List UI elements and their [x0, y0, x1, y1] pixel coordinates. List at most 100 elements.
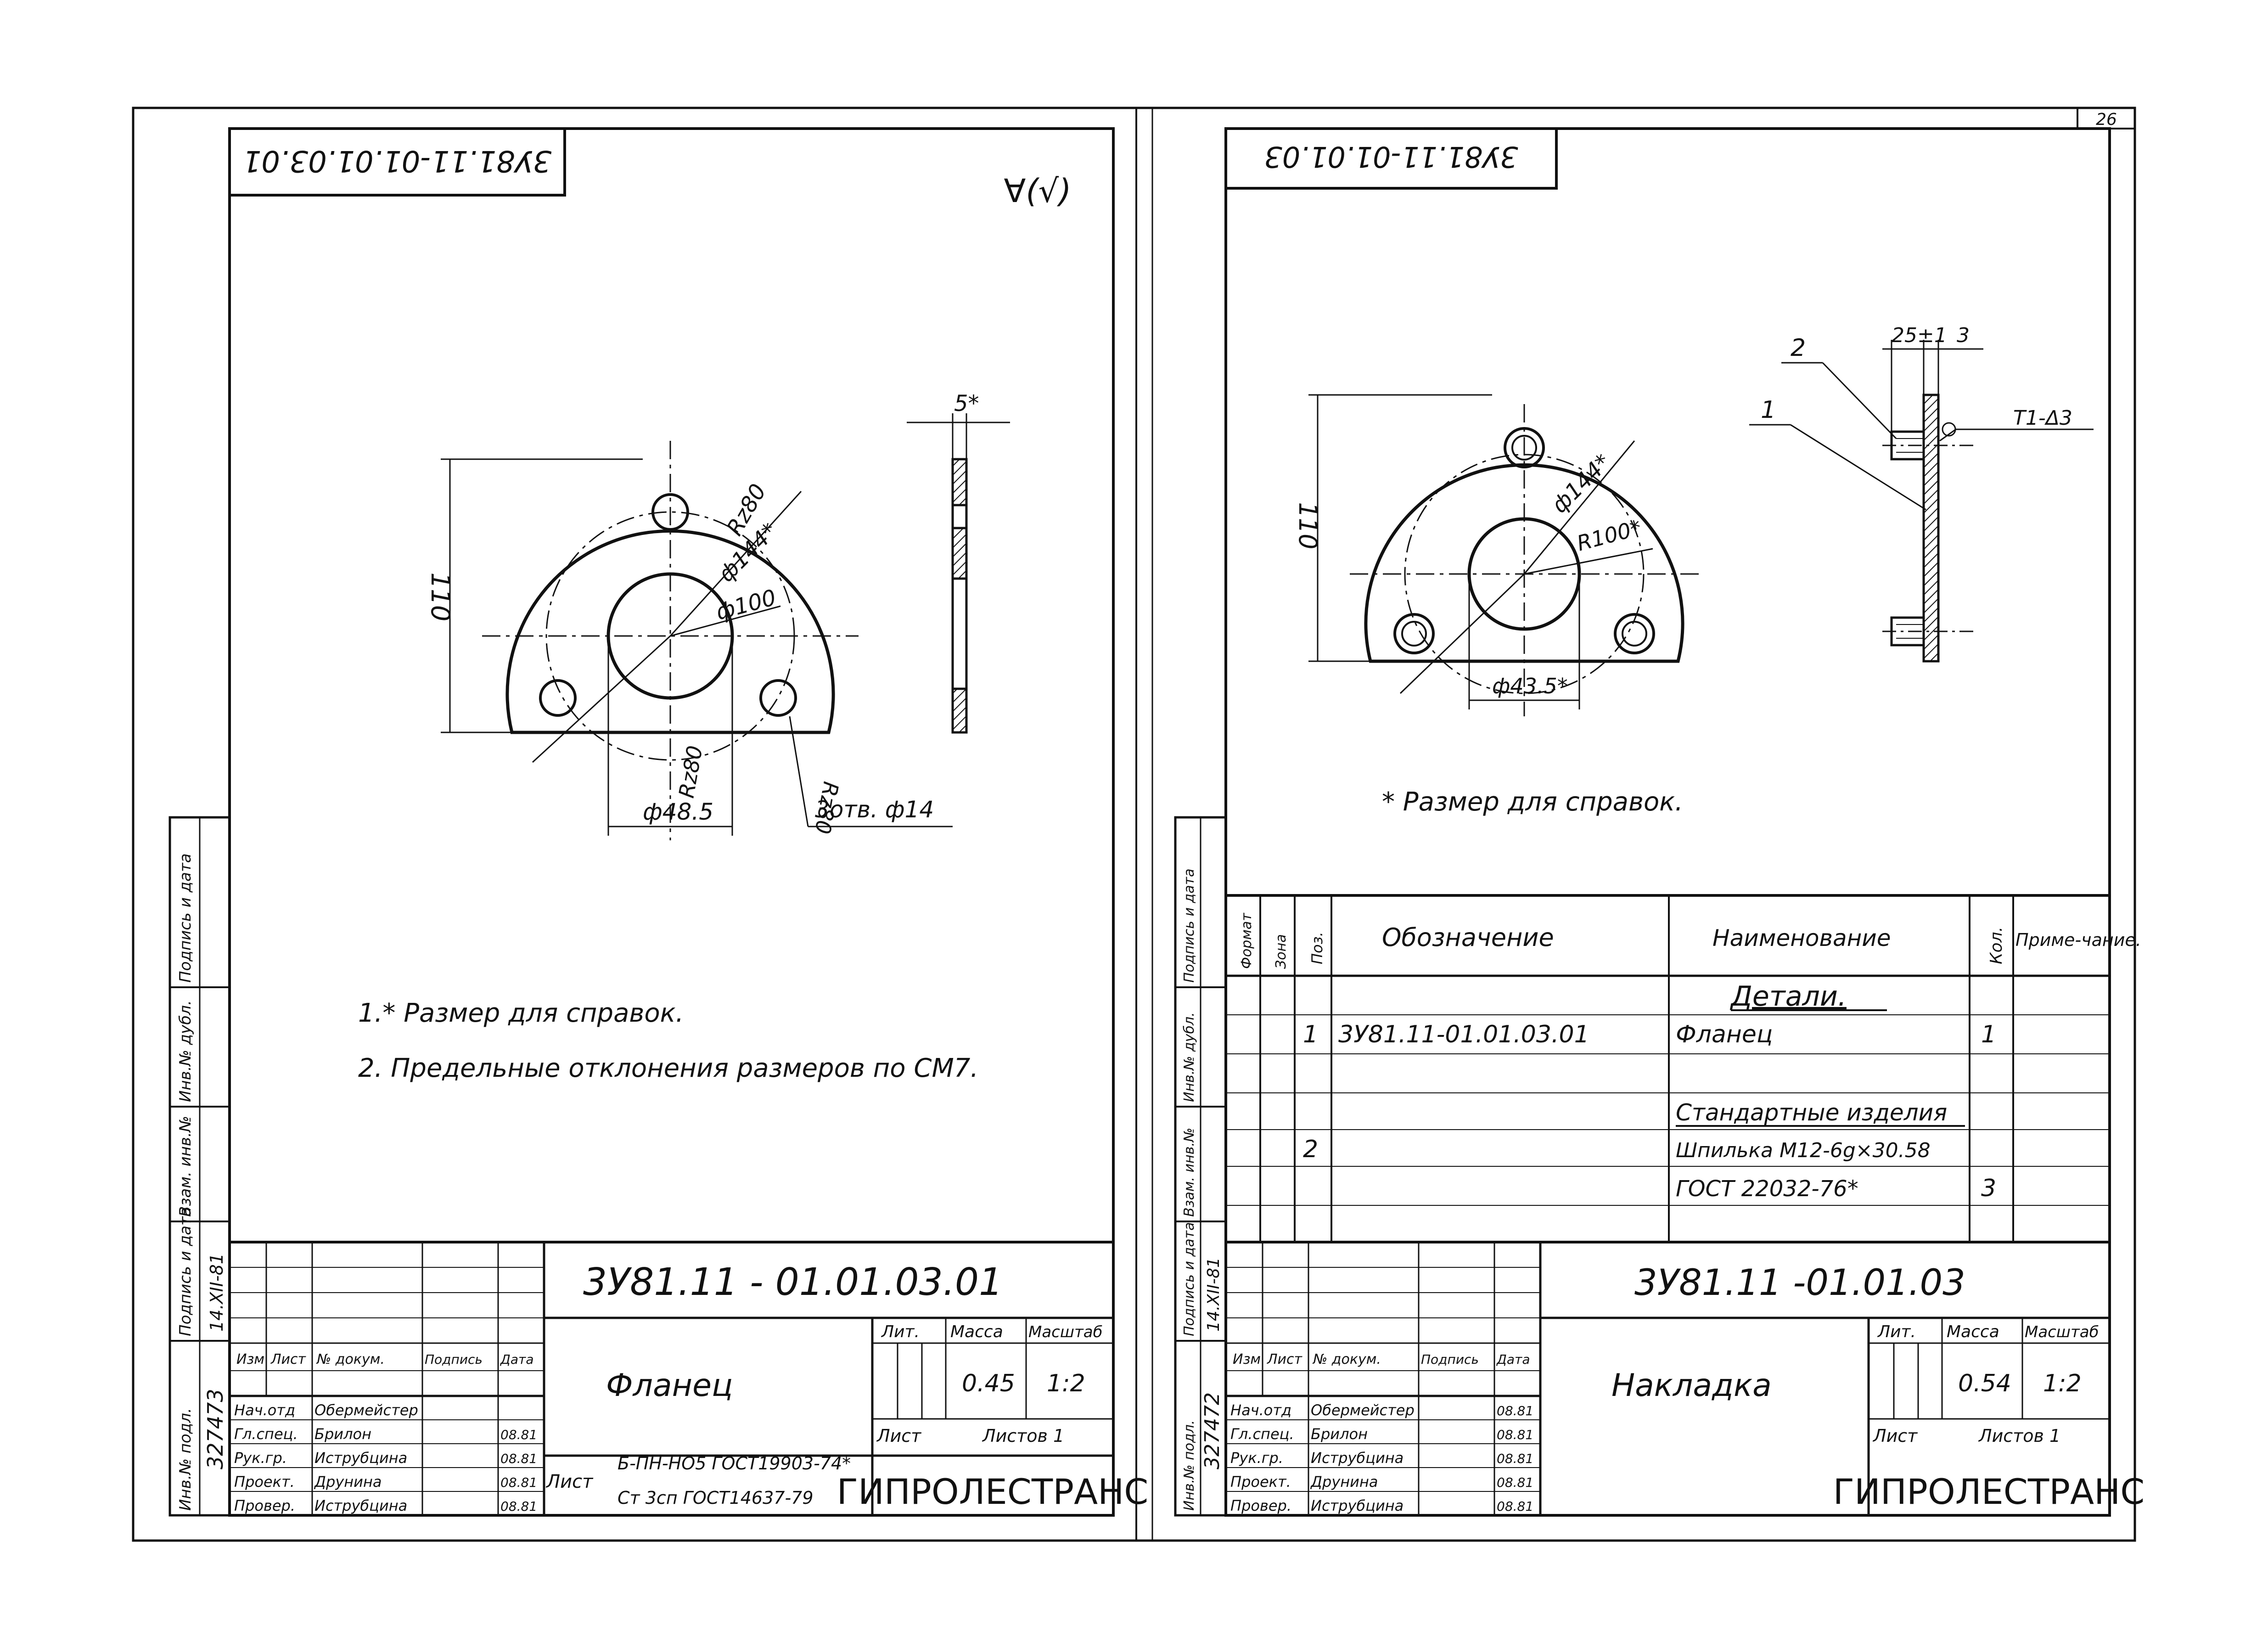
- left-stamp-label-5: Подпись и дата: [176, 853, 195, 983]
- spec-pos-2: 2: [1303, 1136, 1318, 1163]
- side-outline: [951, 458, 968, 734]
- plate-pcd-leader: [1523, 440, 1635, 574]
- right-side-stamp: Инв.№ подл. Подпись и дата Взам. инв.№ И…: [1174, 816, 1227, 1517]
- right-date-1: 08.81: [1497, 1403, 1533, 1418]
- left-stamp-label-2: Подпись и дата: [176, 1207, 195, 1336]
- plate-dim-width: 25±1: [1892, 324, 1947, 347]
- left-mass: 0.45: [962, 1370, 1015, 1397]
- right-person-5: Иструбцина: [1311, 1497, 1403, 1514]
- spec-pos-1: 1: [1303, 1021, 1318, 1048]
- dim-height: 110: [425, 573, 455, 622]
- bolt-hole-left: [539, 679, 577, 717]
- left-role-4: Проект.: [234, 1473, 295, 1491]
- right-date-2: 08.81: [1497, 1427, 1533, 1442]
- dim-inner: ф100: [713, 585, 779, 625]
- left-stamp-label-3: Взам. инв.№: [176, 1116, 195, 1217]
- plate-dim-radius: R100*: [1574, 515, 1644, 556]
- right-corner-code: 3У81.11-01.01.03: [1264, 140, 1518, 174]
- flange-side-view: 5*: [907, 391, 1010, 734]
- spec-section-parts: Детали.: [1729, 980, 1847, 1013]
- spec-head-format: Формат: [1239, 912, 1255, 969]
- bolt-hole-top: [651, 493, 689, 531]
- left-mass-label: Масса: [950, 1322, 1003, 1341]
- left-material-2: Ст 3сп ГОСТ14637-79: [618, 1488, 814, 1508]
- right-designation: 3У81.11 -01.01.03: [1634, 1262, 1965, 1304]
- left-date-3: 08.81: [500, 1451, 537, 1466]
- dim-bore: ф48.5: [643, 799, 713, 825]
- right-role-1: Нач.отд: [1230, 1401, 1291, 1419]
- right-person-1: Обермейстер: [1311, 1401, 1415, 1419]
- right-date-5: 08.81: [1497, 1499, 1533, 1514]
- right-corner-code-box: [1224, 127, 1558, 190]
- right-date-4: 08.81: [1497, 1475, 1533, 1490]
- left-role-5: Провер.: [234, 1497, 295, 1514]
- plate-side-section: [1922, 394, 1940, 663]
- left-org: ГИПРОЛЕСТРАНС: [837, 1471, 1149, 1512]
- left-head-list: Лист: [270, 1351, 307, 1367]
- left-person-3: Иструбцина: [314, 1449, 407, 1467]
- stud-left: [1393, 613, 1435, 654]
- pos-1-label: 1: [1761, 396, 1776, 424]
- left-person-5: Иструбцина: [314, 1497, 407, 1514]
- spec-name-2b: ГОСТ 22032-76*: [1676, 1176, 1858, 1202]
- left-corner-code: 3У81.11-01.01.03.01: [243, 144, 552, 178]
- side-section-top: [951, 458, 968, 506]
- right-stamp-label-1: Инв.№ подл.: [1181, 1420, 1197, 1511]
- left-role-3: Рук.гр.: [234, 1449, 287, 1467]
- right-stamp-label-4: Инв.№ дубл.: [1181, 1012, 1197, 1102]
- left-stamp-label-1: Инв.№ подл.: [176, 1408, 195, 1511]
- pcd-leader: [669, 490, 802, 637]
- left-head-doc: № докум.: [316, 1351, 385, 1367]
- left-stamp-label-4: Инв.№ дубл.: [176, 1000, 195, 1102]
- spec-head-qty: Кол.: [1987, 927, 2006, 964]
- left-title-block: 3У81.11 - 01.01.03.01 Фланец Изм Лист № …: [228, 1241, 1149, 1517]
- plate-side-view: 25±1 3 Т1-Δ3 2 1: [1749, 324, 2094, 663]
- stud-right: [1614, 613, 1655, 654]
- bolt-hole-right: [759, 679, 797, 717]
- left-role-1: Нач.отд: [234, 1401, 295, 1419]
- right-sheet: 3У81.11-01.01.03 110 ф144* R100* ф43.5*: [1174, 127, 2144, 1517]
- weld-leader: [1939, 428, 1956, 442]
- right-note: * Размер для справок.: [1382, 787, 1683, 817]
- left-material-sheet: Лист: [545, 1471, 594, 1492]
- right-person-3: Иструбцина: [1311, 1449, 1403, 1467]
- left-head-sign: Подпись: [425, 1352, 483, 1367]
- left-person-2: Брилон: [314, 1425, 371, 1443]
- left-inv-no: 327473: [203, 1389, 228, 1469]
- left-note-1: 1.* Размер для справок.: [358, 998, 684, 1028]
- right-head-list: Лист: [1267, 1351, 1303, 1367]
- right-stamp-label-3: Взам. инв.№: [1181, 1128, 1197, 1217]
- right-role-5: Провер.: [1230, 1497, 1291, 1514]
- left-lit-label: Лит.: [881, 1322, 920, 1341]
- left-material-1: Б-ПН-НО5 ГОСТ19903-74*: [618, 1453, 851, 1474]
- stud-right-inner: [1622, 621, 1647, 647]
- right-scale-label: Масштаб: [2025, 1323, 2099, 1341]
- right-mass-label: Масса: [1947, 1322, 1999, 1341]
- plate-pcd-leader-2: [1399, 573, 1525, 694]
- dim-rz-b: Rz80: [674, 744, 707, 800]
- spec-name-2: Шпилька М12-6g×30.58: [1676, 1139, 1931, 1162]
- side-section-bottom: [951, 687, 968, 734]
- left-date-4: 08.81: [500, 1475, 537, 1490]
- left-sheets-label: Листов 1: [982, 1426, 1064, 1446]
- spec-section-std: Стандартные изделия: [1676, 1099, 1947, 1126]
- page-number: 26: [2096, 110, 2117, 129]
- right-title-block: 3У81.11 -01.01.03 Накладка Изм Лист № до…: [1224, 1241, 2144, 1517]
- inner-leader: [670, 605, 781, 637]
- right-mass: 0.54: [1958, 1370, 2011, 1397]
- right-head-doc: № докум.: [1312, 1351, 1381, 1367]
- spec-head-zone: Зона: [1273, 934, 1289, 969]
- left-stamp-date: 14.XII-81: [207, 1253, 227, 1332]
- holes-leader: [789, 716, 809, 827]
- flange-front-view: [482, 441, 859, 840]
- left-scale: 1:2: [1047, 1370, 1085, 1397]
- pos-2-label: 2: [1791, 334, 1806, 362]
- left-person-1: Обермейстер: [314, 1401, 418, 1419]
- spec-head-note: Приме-чание.: [2015, 930, 2141, 950]
- plate-dim-height-text: 110: [1293, 502, 1322, 549]
- side-section-mid: [951, 527, 968, 580]
- left-person-4: Друнина: [314, 1473, 382, 1491]
- dim-thickness: 5*: [954, 391, 979, 416]
- right-stamp-label-5: Подпись и дата: [1181, 869, 1197, 983]
